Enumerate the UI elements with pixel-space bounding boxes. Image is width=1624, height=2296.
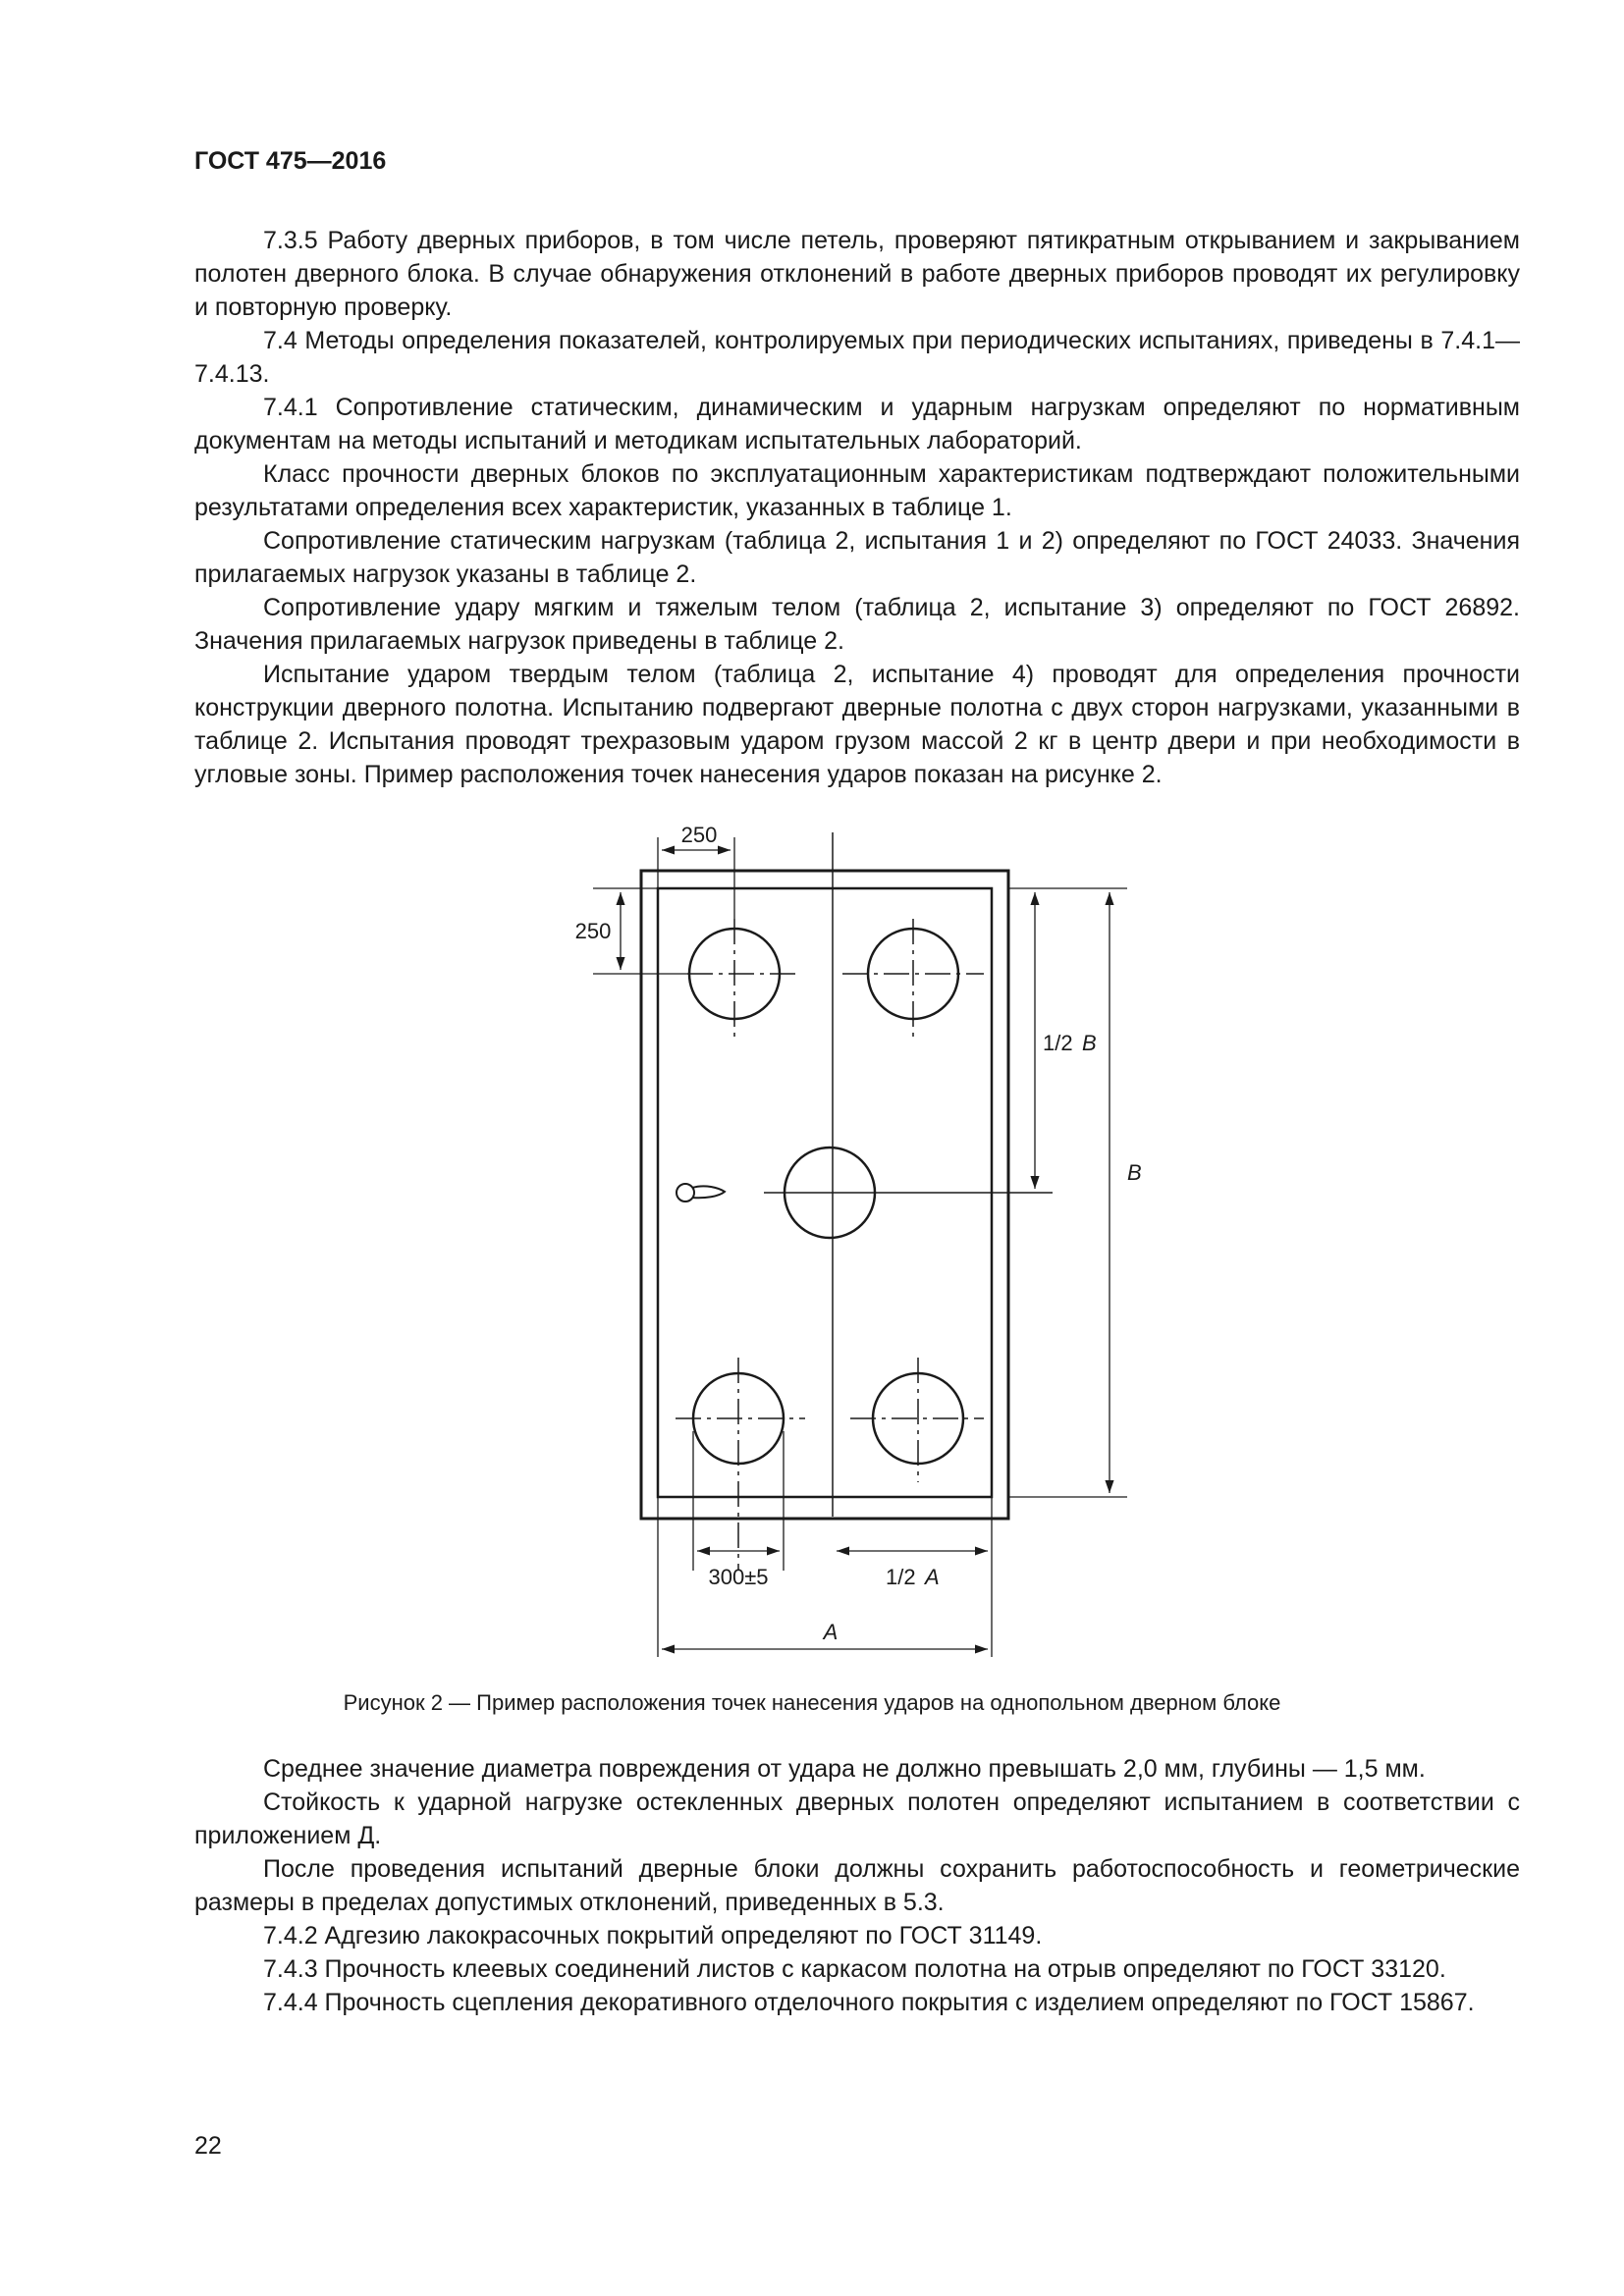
- label-half-a-num: 1/2: [886, 1565, 916, 1589]
- document-header: ГОСТ 475—2016: [194, 147, 387, 175]
- dimension-b: [1008, 892, 1127, 1498]
- label-half-b-num: 1/2: [1043, 1031, 1073, 1055]
- impact-point-top-right: [842, 919, 984, 1042]
- label-tolerance: 300±5: [708, 1565, 768, 1589]
- paragraph: Сопротивление удару мягким и тяжелым тел…: [194, 594, 1520, 655]
- dimension-top-height: [593, 887, 687, 975]
- paragraph: Класс прочности дверных блоков по эксплу…: [194, 460, 1520, 521]
- body-text-bottom: Среднее значение диаметра повреждения от…: [194, 1752, 1520, 2019]
- paragraph: Сопротивление статическим нагрузкам (таб…: [194, 527, 1520, 588]
- paragraph: 7.4.4 Прочность сцепления декоративного …: [263, 1989, 1475, 2016]
- impact-point-bottom-right: [850, 1358, 984, 1482]
- page-number: 22: [194, 2132, 222, 2160]
- impact-point-center: [764, 1146, 1053, 1240]
- dimension-half-a: [837, 1497, 993, 1657]
- label-a: A: [822, 1620, 839, 1644]
- paragraph: Среднее значение диаметра повреждения от…: [263, 1755, 1426, 1783]
- paragraph: 7.4 Методы определения показателей, конт…: [194, 327, 1520, 388]
- paragraph: 7.4.3 Прочность клеевых соединений листо…: [263, 1955, 1446, 1983]
- impact-point-top-left: [687, 919, 797, 1042]
- door-frame-outer: [639, 869, 1010, 1521]
- body-text-top: 7.3.5 Работу дверных приборов, в том чис…: [194, 224, 1520, 791]
- paragraph: Испытание ударом твердым телом (таблица …: [194, 661, 1520, 788]
- label-top-height: 250: [575, 919, 612, 943]
- label-b: B: [1127, 1160, 1142, 1185]
- impact-point-bottom-left: [676, 1358, 805, 1571]
- label-half-a-var: A: [923, 1565, 940, 1589]
- paragraph: 7.4.1 Сопротивление статическим, динамич…: [194, 394, 1520, 454]
- paragraph: Стойкость к ударной нагрузке остекленных…: [194, 1789, 1520, 1849]
- dimension-half-b: [1008, 887, 1127, 1189]
- figure-caption: Рисунок 2 — Пример расположения точек на…: [343, 1690, 1281, 1715]
- paragraph: 7.3.5 Работу дверных приборов, в том чис…: [194, 227, 1520, 321]
- dimension-a: [657, 1497, 988, 1657]
- paragraph: После проведения испытаний дверные блоки…: [194, 1855, 1520, 1916]
- figure-door-impact-points: 250 250 1/2 B B 300±5 1/2 A A: [0, 805, 1624, 1669]
- dimension-circle-diameter: [692, 1431, 785, 1571]
- paragraph: 7.4.2 Адгезию лакокрасочных покрытий опр…: [263, 1922, 1043, 1949]
- door-handle-icon: [676, 1183, 727, 1202]
- label-half-b-var: B: [1082, 1031, 1097, 1055]
- label-top-width: 250: [681, 823, 718, 847]
- dimension-top-width: [657, 837, 735, 919]
- door-diagram: 250 250 1/2 B B 300±5 1/2 A A: [575, 823, 1142, 1657]
